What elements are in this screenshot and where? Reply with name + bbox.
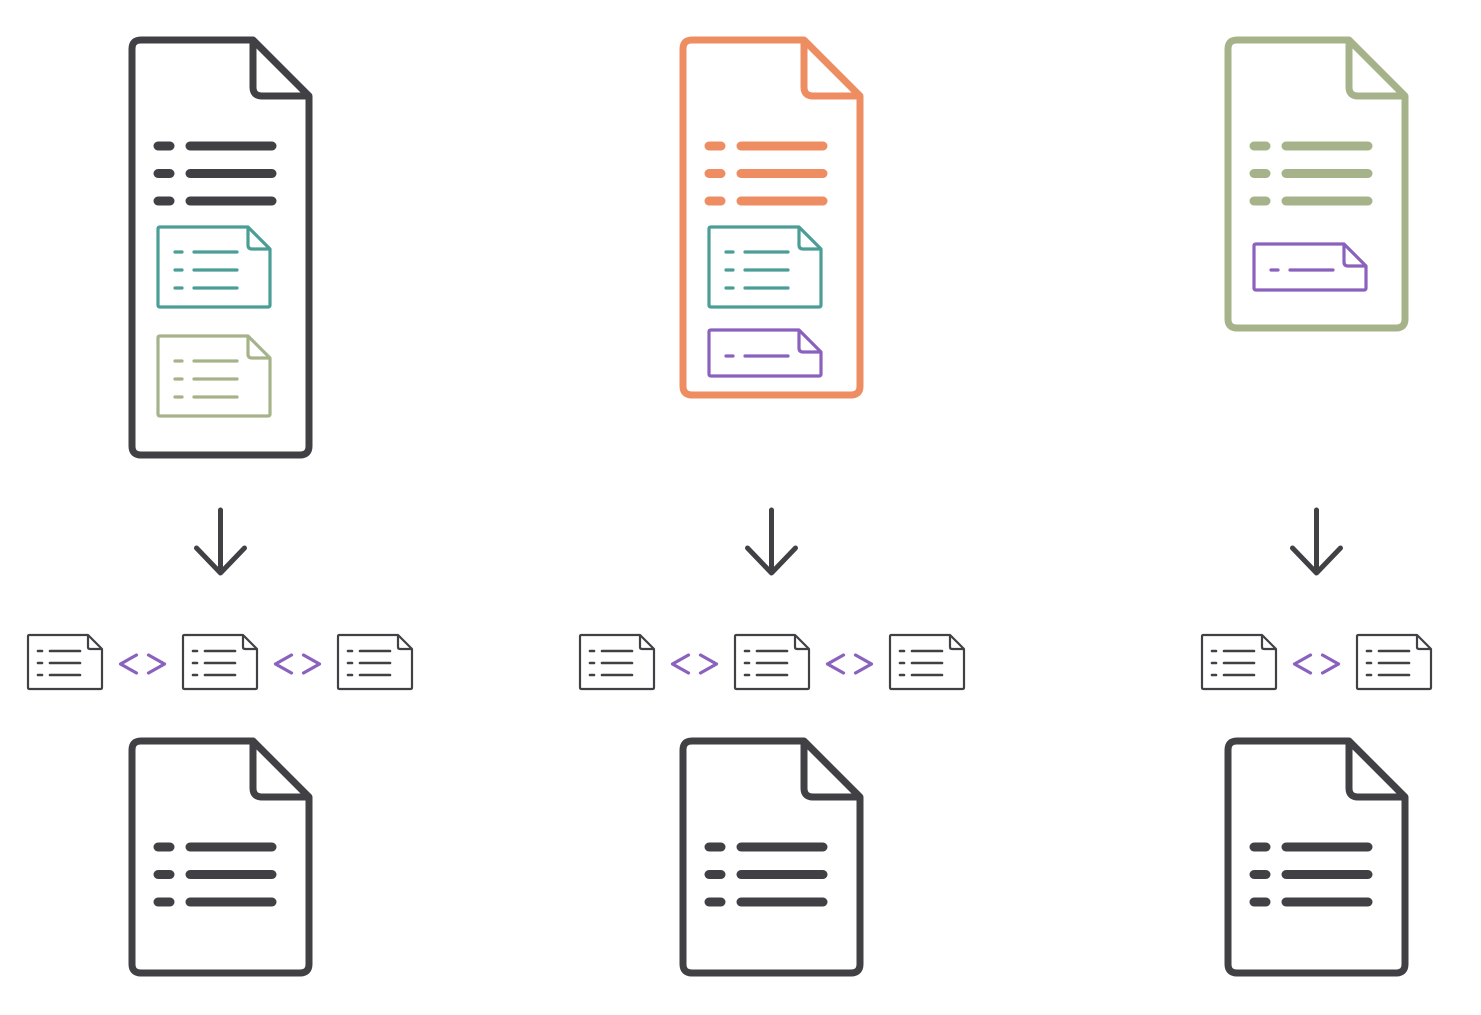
attachment-fold [1342, 244, 1366, 268]
pipeline-column-3 [1200, 36, 1433, 977]
chunk-fold [396, 635, 412, 651]
arrow-down-icon [745, 507, 798, 576]
left-angle [273, 653, 294, 675]
chunk-fold [793, 635, 809, 651]
chunk-document-icon-2 [1355, 633, 1433, 691]
attachment-outline [156, 225, 272, 309]
embedded-document-icon-1 [1252, 242, 1368, 292]
document-outline [1224, 737, 1409, 977]
angle-brackets-icon [1292, 653, 1341, 675]
chunk-outline [733, 633, 811, 691]
chunk-outline [336, 633, 414, 691]
chunk-fold [638, 635, 654, 651]
arrow-head [745, 545, 798, 576]
source-document-icon [128, 36, 313, 459]
chunk-outline [181, 633, 259, 691]
chunk-document-icon-2 [733, 633, 811, 691]
right-angle [698, 653, 719, 675]
attachment-outline [707, 328, 823, 378]
document-fold [249, 741, 309, 801]
angle-brackets-icon [118, 653, 167, 675]
document-outline [679, 36, 864, 399]
chunk-outline [26, 633, 104, 691]
chunk-outline [578, 633, 656, 691]
attachment-outline [1252, 242, 1368, 292]
chunk-outline [1355, 633, 1433, 691]
arrow-head [194, 545, 247, 576]
attachment-outline [707, 225, 823, 309]
embedded-document-icon-1 [156, 225, 272, 309]
angle-brackets-icon [273, 653, 322, 675]
result-document-icon [128, 737, 313, 977]
source-document-icon [679, 36, 864, 399]
chunk-row [578, 633, 966, 691]
chunk-fold [86, 635, 102, 651]
document-fold [1345, 40, 1405, 100]
document-fold [1345, 741, 1405, 801]
document-outline [128, 737, 313, 977]
chunk-document-icon-3 [888, 633, 966, 691]
chunk-document-icon-1 [578, 633, 656, 691]
left-angle [670, 653, 691, 675]
source-document-icon [1224, 36, 1409, 332]
document-outline [1224, 36, 1409, 332]
attachment-outline [156, 334, 272, 418]
chunk-document-icon-1 [1200, 633, 1278, 691]
attachment-fold [797, 330, 821, 354]
arrow-down-icon [1290, 507, 1343, 576]
angle-brackets-icon [670, 653, 719, 675]
left-angle [118, 653, 139, 675]
right-angle [301, 653, 322, 675]
pipeline-column-1 [26, 36, 414, 977]
chunk-outline [888, 633, 966, 691]
chunk-fold [1260, 635, 1276, 651]
document-fold [800, 40, 860, 100]
embedded-document-icon-1 [707, 225, 823, 309]
arrow-head [1290, 545, 1343, 576]
left-angle [1292, 653, 1313, 675]
attachment-fold [246, 227, 270, 251]
arrow-down-icon [194, 507, 247, 576]
result-document-icon [1224, 737, 1409, 977]
embedded-document-icon-2 [156, 334, 272, 418]
document-fold [800, 741, 860, 801]
document-outline [679, 737, 864, 977]
chunk-fold [1415, 635, 1431, 651]
chunk-document-icon-1 [26, 633, 104, 691]
document-outline [128, 36, 313, 459]
chunk-row [1200, 633, 1433, 691]
attachment-fold [246, 336, 270, 360]
left-angle [825, 653, 846, 675]
chunk-fold [241, 635, 257, 651]
angle-brackets-icon [825, 653, 874, 675]
right-angle [853, 653, 874, 675]
right-angle [1320, 653, 1341, 675]
document-fold [249, 40, 309, 100]
attachment-fold [797, 227, 821, 251]
embedded-document-icon-2 [707, 328, 823, 378]
chunk-fold [948, 635, 964, 651]
chunk-document-icon-2 [181, 633, 259, 691]
chunk-outline [1200, 633, 1278, 691]
result-document-icon [679, 737, 864, 977]
right-angle [146, 653, 167, 675]
chunk-document-icon-3 [336, 633, 414, 691]
pipeline-column-2 [578, 36, 966, 977]
chunk-row [26, 633, 414, 691]
